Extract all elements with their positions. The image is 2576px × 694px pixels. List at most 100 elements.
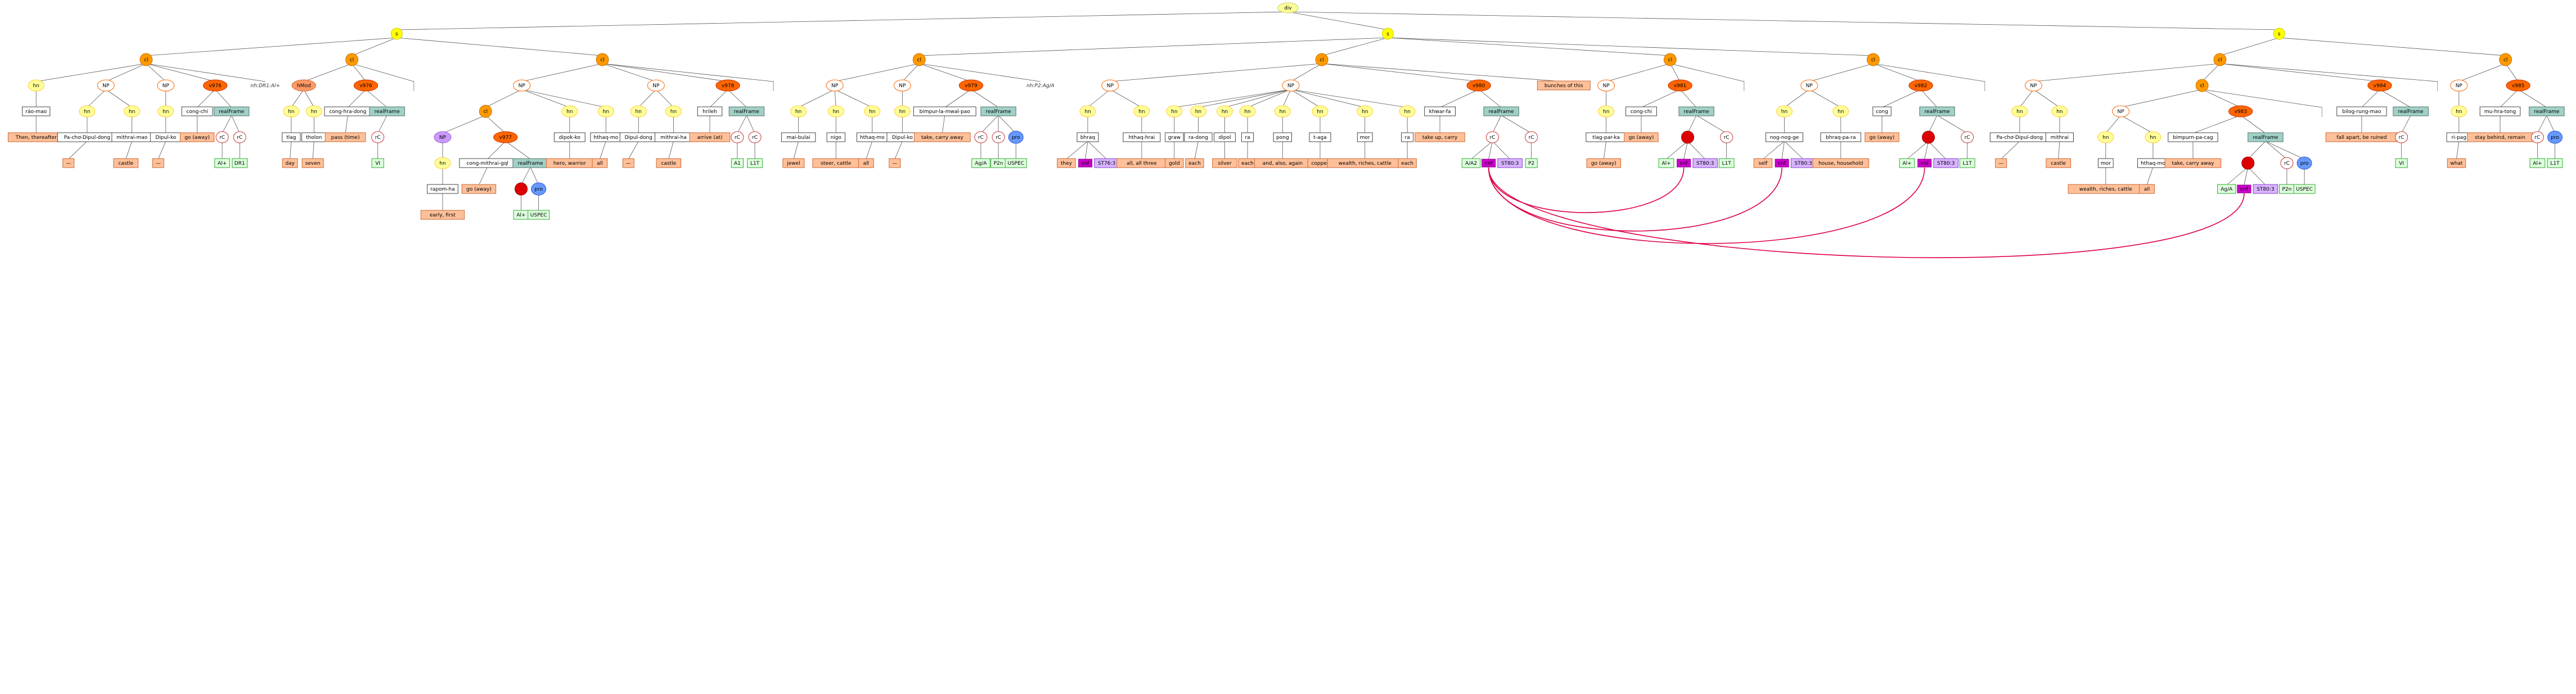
node-label: go (away) [184,135,210,141]
node-label: NP [2118,109,2125,115]
node-label: ST76:3 [1098,161,1115,166]
node-label: hn [1084,109,1091,115]
node-arg-l1t: L1T [1959,158,1975,168]
node-word-dipul-dong: Dipul-dong [619,132,657,142]
node-hn-hn: hn [894,105,911,118]
node-label: all [863,161,870,166]
node-sense-go-away: go (away) [1624,132,1659,142]
node-label: Al+ [2533,161,2542,166]
node-word-dipul-ko: Dipul-ko [150,132,182,142]
node-hn-hn: hn [2051,105,2068,118]
node-label: each [1188,161,1201,166]
node-label: jewel [786,161,800,166]
node-label: NP [439,135,447,141]
node-word-cong-chi: cong-chi [1625,106,1657,116]
node-sense-stay-behind-remain: stay behind, remain [2467,132,2533,142]
node-label: ri-pag [2452,135,2466,141]
node-vpred-v981: v981 [1668,79,1692,92]
node-cl-cl: cl [912,53,926,66]
node-label: graw [1168,135,1181,141]
node-label: cl [917,57,921,63]
node-hn-hn: hn [1312,105,1328,118]
node-sense-castle: castle [2046,158,2071,168]
node-word-cong-mithrai-gql: cong-mithrai-gql [459,158,516,168]
node-label: they [1061,161,1073,166]
node-word-rapom-ha: rapom-ha [427,184,458,194]
node-label: Pa-chơ-Dipul-dong [1997,135,2043,141]
node-label: hn [1603,109,1609,115]
node-label: v976 [209,83,222,89]
node-np-np: NP [2112,105,2130,118]
node-word-mor: mor [1357,132,1373,142]
node-label: cnf [1921,161,1929,166]
node-label: hn [795,109,801,115]
node-word-khwar-fa: khwar-fa [1424,106,1456,116]
node-word-hthaq-hrai: hthaq-hrai [1123,132,1161,142]
node-label: P2n [2282,187,2292,192]
node-hn-hn: hn [864,105,881,118]
node-label: hn [2016,109,2023,115]
node-sense-all: all [2139,184,2155,194]
node-rel-rc: rC [1961,131,1974,143]
node-label: NP [831,83,839,89]
node-np-np: NP [97,79,115,92]
node-label: realFrame [986,109,1012,115]
node-pred-realframe: realFrame [1678,106,1714,116]
node-arg-l1t: L1T [2547,158,2563,168]
node-red-blank [515,182,528,196]
node-vpred-v982: v982 [1908,79,1933,92]
node-blue-pro: pro [2296,156,2312,170]
node-label: each [1401,161,1413,166]
node-cnf-cnf: cnf [1078,159,1093,168]
node-sense-gold: gold [1165,158,1184,168]
node-red-blank [2241,156,2255,170]
node-hn-hn: hn [305,105,322,118]
node-sense-each: each [1185,158,1204,168]
node-label: ra [1245,135,1250,141]
node-word-hthaq-mo: hthaq-mo [590,132,622,142]
node-label: hn [2456,109,2462,115]
node-label: NP [899,83,906,89]
node-label: hthaq-mo [2141,161,2165,166]
node-label: cong [1876,109,1888,115]
node-hn-hn: hn [1079,105,1096,118]
node-label: USPEC [530,213,547,218]
node-s-s: s [390,28,403,40]
node-np_alt-np: NP [434,131,452,143]
node-label: realFrame [734,109,760,115]
node-blue-pro: pro [1008,130,1024,144]
node-arg-p2: P2 [1525,158,1538,168]
node-hn-hn: hn [1166,105,1183,118]
node-label: nh:DR1:Al+ [250,83,280,89]
node-word-mithrai: mithrai [2045,132,2074,142]
node-hn-hn: hn [283,105,300,118]
node-arg-al: Al+ [214,158,230,168]
node-label: rC [735,135,740,141]
node-label: go (away) [466,187,492,192]
node-label: hero, warrior [553,161,586,166]
node-word-tlag: tlag [282,132,301,142]
node-np-np: NP [647,79,665,92]
node-rel-rc: rC [233,131,246,143]
node-label: mithrai [2051,135,2069,141]
node-cnf-cnf: cnf [1775,159,1789,168]
node-rel-rc: rC [1525,131,1538,143]
node-rel-rc: rC [974,131,988,143]
node-label: hn [163,109,169,115]
node-s-s: s [1382,28,1394,40]
node-arg-a1: A1 [731,158,744,168]
node-cnfref-st80-3: ST80:3 [1497,158,1523,168]
node-label: rapom-ha [430,187,455,192]
node-word-dipol: dipol [1214,132,1236,142]
node-label: khwar-fa [1429,109,1451,115]
node-label: mai-bulai [787,135,810,141]
node-np-np: NP [2024,79,2042,92]
node-label: copper [1311,161,1328,166]
node-hn-hn: hn [790,105,807,118]
node-blue-pro: pro [2547,130,2563,144]
node-word-ra: ra [1241,132,1254,142]
node-label: bhraq [1080,135,1095,141]
node-word-nog-nog-ge: nog-nog-ge [1766,132,1804,142]
node-label: cl [350,57,354,63]
node-hn-hn: hn [561,105,578,118]
